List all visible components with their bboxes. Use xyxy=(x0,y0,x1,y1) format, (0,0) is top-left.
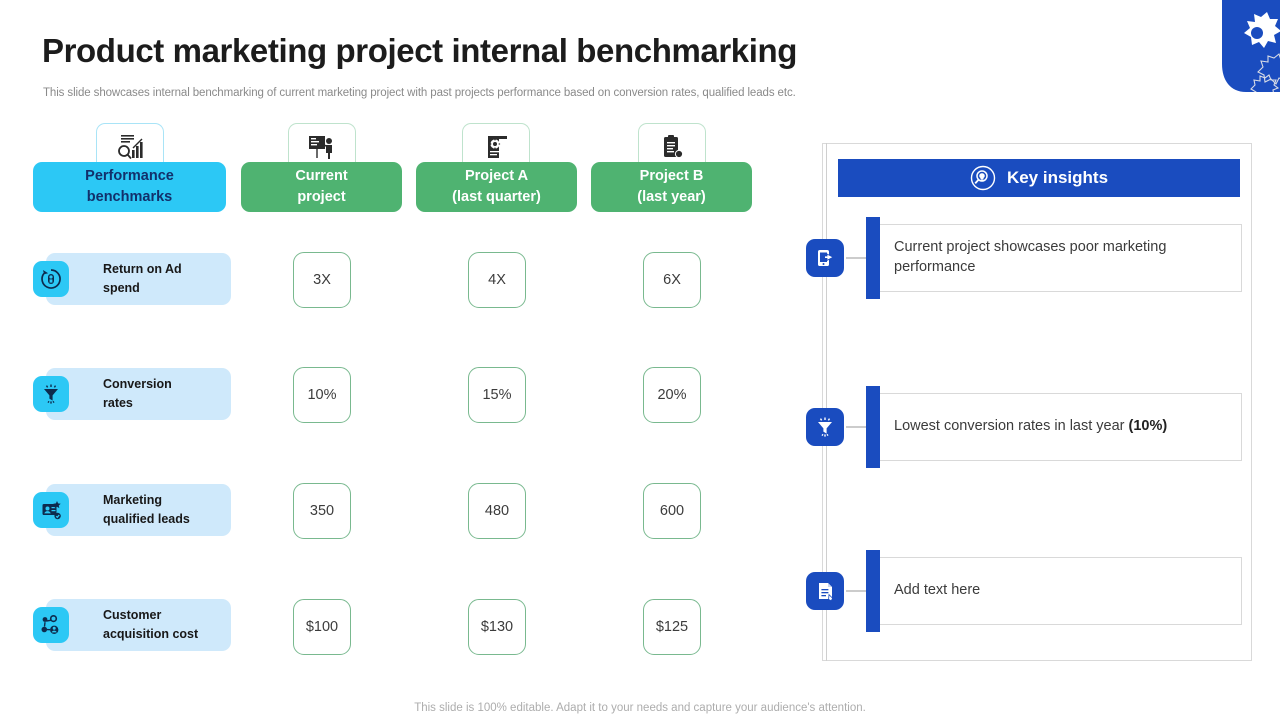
page-subtitle: This slide showcases internal benchmarki… xyxy=(43,87,796,99)
mobile-share-icon xyxy=(806,239,844,277)
column-icon-tab-project-a xyxy=(462,123,530,169)
column-header-project-b[interactable]: Project B (last year) xyxy=(591,162,752,212)
column-header-line2: (last year) xyxy=(637,189,706,205)
cell-r2-c2[interactable]: 600 xyxy=(643,483,701,539)
column-icon-tab-performance xyxy=(96,123,164,169)
cell-r1-c0[interactable]: 10% xyxy=(293,367,351,423)
insight-text: Lowest conversion rates in last year (10… xyxy=(894,418,1168,435)
magnifier-bulb-icon xyxy=(970,165,996,191)
column-header-line1: Current xyxy=(295,167,348,184)
insight-connector xyxy=(846,426,868,428)
footer-note: This slide is 100% editable. Adapt it to… xyxy=(414,702,866,714)
column-header-line2: (last quarter) xyxy=(452,189,541,205)
benchmark-matrix: Performance benchmarks Current project P… xyxy=(33,123,752,655)
column-header-line2: project xyxy=(297,189,346,205)
clipboard-icon xyxy=(664,134,684,158)
insight-card-1[interactable]: Current project showcases poor marketing… xyxy=(806,217,1242,299)
cell-r3-c1[interactable]: $130 xyxy=(468,599,526,655)
corner-decoration xyxy=(1210,0,1280,92)
magnifier-chart-icon xyxy=(118,134,143,159)
insight-accent-bar xyxy=(866,386,880,468)
column-header-current-project[interactable]: Current project xyxy=(241,162,402,212)
insights-spine xyxy=(826,143,827,661)
column-icon-tab-project-b xyxy=(638,123,706,169)
insight-card-body: Lowest conversion rates in last year (10… xyxy=(880,393,1242,461)
column-header-line1: Project B xyxy=(639,167,704,184)
network-users-icon xyxy=(33,607,69,643)
insight-card-2[interactable]: Lowest conversion rates in last year (10… xyxy=(806,386,1242,468)
cell-r2-c1[interactable]: 480 xyxy=(468,483,526,539)
column-icon-tab-current xyxy=(288,123,356,169)
insight-text: Current project showcases poor marketing… xyxy=(894,239,1167,275)
key-insights-header: Key insights xyxy=(838,159,1240,197)
insight-text: Add text here xyxy=(894,582,981,599)
insight-accent-bar xyxy=(866,217,880,299)
presentation-person-icon xyxy=(309,135,332,159)
funnel-icon xyxy=(33,376,69,412)
cog-decoration-icon xyxy=(1222,0,1280,92)
column-header-line1: Project A xyxy=(464,167,529,184)
page-title: Product marketing project internal bench… xyxy=(42,32,798,69)
cell-r0-c2[interactable]: 6X xyxy=(643,252,701,308)
insight-connector xyxy=(846,257,868,259)
insight-card-body: Current project showcases poor marketing… xyxy=(880,224,1242,292)
insight-card-body: Add text here xyxy=(880,557,1242,625)
column-header-project-a[interactable]: Project A (last quarter) xyxy=(416,162,577,212)
column-header-line1: Performance xyxy=(85,167,174,184)
cell-r1-c1[interactable]: 15% xyxy=(468,367,526,423)
column-header-line2: benchmarks xyxy=(86,189,173,205)
ad-return-icon xyxy=(33,261,69,297)
cell-r1-c2[interactable]: 20% xyxy=(643,367,701,423)
cell-r3-c2[interactable]: $125 xyxy=(643,599,701,655)
insight-accent-bar xyxy=(866,550,880,632)
document-edit-icon xyxy=(806,572,844,610)
key-insights-title: Key insights xyxy=(1006,168,1109,187)
insight-connector xyxy=(846,590,868,592)
column-header-performance[interactable]: Performance benchmarks xyxy=(33,162,226,212)
insights-frame xyxy=(822,143,1252,661)
cell-r0-c0[interactable]: 3X xyxy=(293,252,351,308)
funnel-icon xyxy=(806,408,844,446)
lead-user-icon xyxy=(33,492,69,528)
cell-r2-c0[interactable]: 350 xyxy=(293,483,351,539)
cell-r3-c0[interactable]: $100 xyxy=(293,599,351,655)
cell-r0-c1[interactable]: 4X xyxy=(468,252,526,308)
scroll-gear-icon xyxy=(488,135,507,158)
insight-card-3[interactable]: Add text here xyxy=(806,550,1242,632)
